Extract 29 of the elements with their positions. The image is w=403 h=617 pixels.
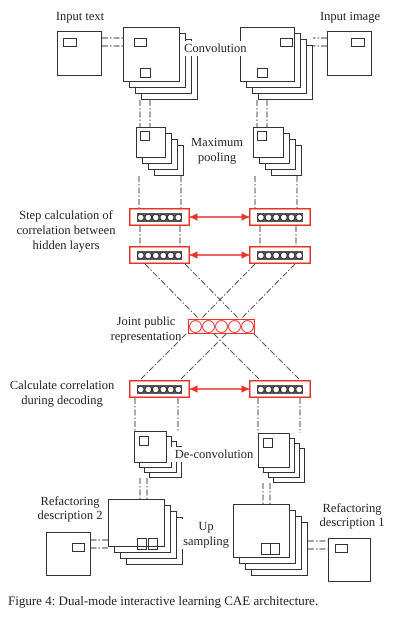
dash-dot-line — [262, 482, 264, 504]
figure-caption: Figure 4: Dual-mode interactive learning CAE architecture. — [8, 593, 320, 609]
dash-dot-line — [256, 100, 258, 128]
dash-dot-line — [184, 264, 240, 320]
input-label: Input text — [54, 9, 106, 24]
dash-dot-line — [254, 334, 300, 380]
dash-dot-line — [134, 398, 136, 432]
input-label: Refactoring description 2 — [36, 494, 104, 523]
dash-dot-line — [180, 334, 226, 380]
dash-dot-line — [240, 264, 296, 320]
dash-dot-line — [214, 334, 260, 380]
dash-dot-line — [266, 100, 268, 128]
double-arrow — [190, 385, 249, 393]
dash-dot-line — [200, 264, 256, 320]
stage-label: Up sampling — [180, 519, 232, 549]
input-label: Refactoring description 1 — [318, 501, 386, 530]
dash-dot-line — [138, 176, 140, 208]
dash-dot-line — [146, 478, 148, 500]
double-arrow — [190, 213, 249, 221]
dash-dot-line — [144, 264, 200, 320]
double-arrow — [190, 251, 249, 259]
layer-label: Joint public representation — [110, 314, 182, 344]
dash-dot-line — [296, 176, 298, 208]
dash-dot-line — [180, 176, 182, 208]
input-label: Input image — [318, 9, 382, 24]
dash-dot-line — [140, 334, 186, 380]
dash-dot-line — [308, 548, 328, 550]
dash-dot-line — [254, 176, 256, 208]
dash-dot-line — [308, 540, 328, 542]
